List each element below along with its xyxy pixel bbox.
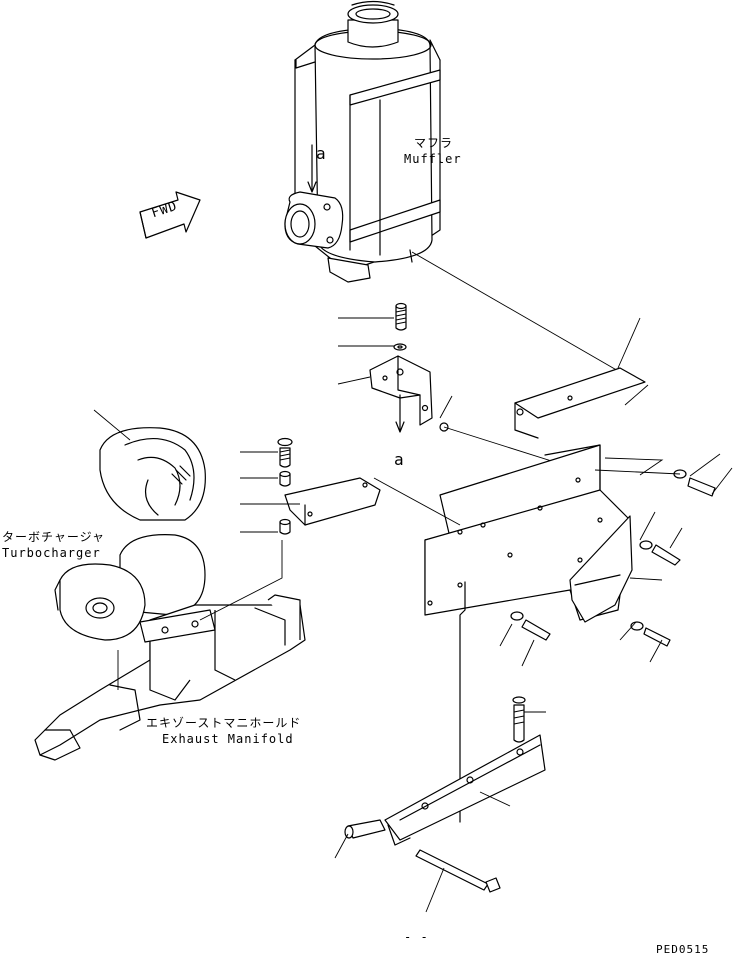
muffler-label-en: Muffler xyxy=(404,152,462,166)
fwd-arrow-icon xyxy=(139,191,201,239)
drawing-code: PED0515 xyxy=(656,943,710,956)
tie-rod-group xyxy=(334,581,546,913)
muffler-assembly xyxy=(284,0,621,373)
view-a-callout-bottom: a xyxy=(394,450,404,469)
turbo-label-en: Turbocharger xyxy=(2,546,101,560)
view-a-callout-top: a xyxy=(316,144,326,163)
turbocharger-assembly xyxy=(54,409,206,641)
dash-mark: - - xyxy=(404,930,429,944)
muffler-bracket-group xyxy=(337,302,581,471)
exhaust-manifold xyxy=(34,540,306,761)
manifold-label-jp: エキゾーストマニホールド xyxy=(146,716,302,730)
bracket-plates xyxy=(424,317,733,667)
turbo-label-jp: ターボチャージャ xyxy=(2,530,106,544)
turbo-mount-hardware xyxy=(240,437,461,535)
muffler-label-jp: マフラ xyxy=(414,136,454,150)
manifold-label-en: Exhaust Manifold xyxy=(162,732,294,746)
